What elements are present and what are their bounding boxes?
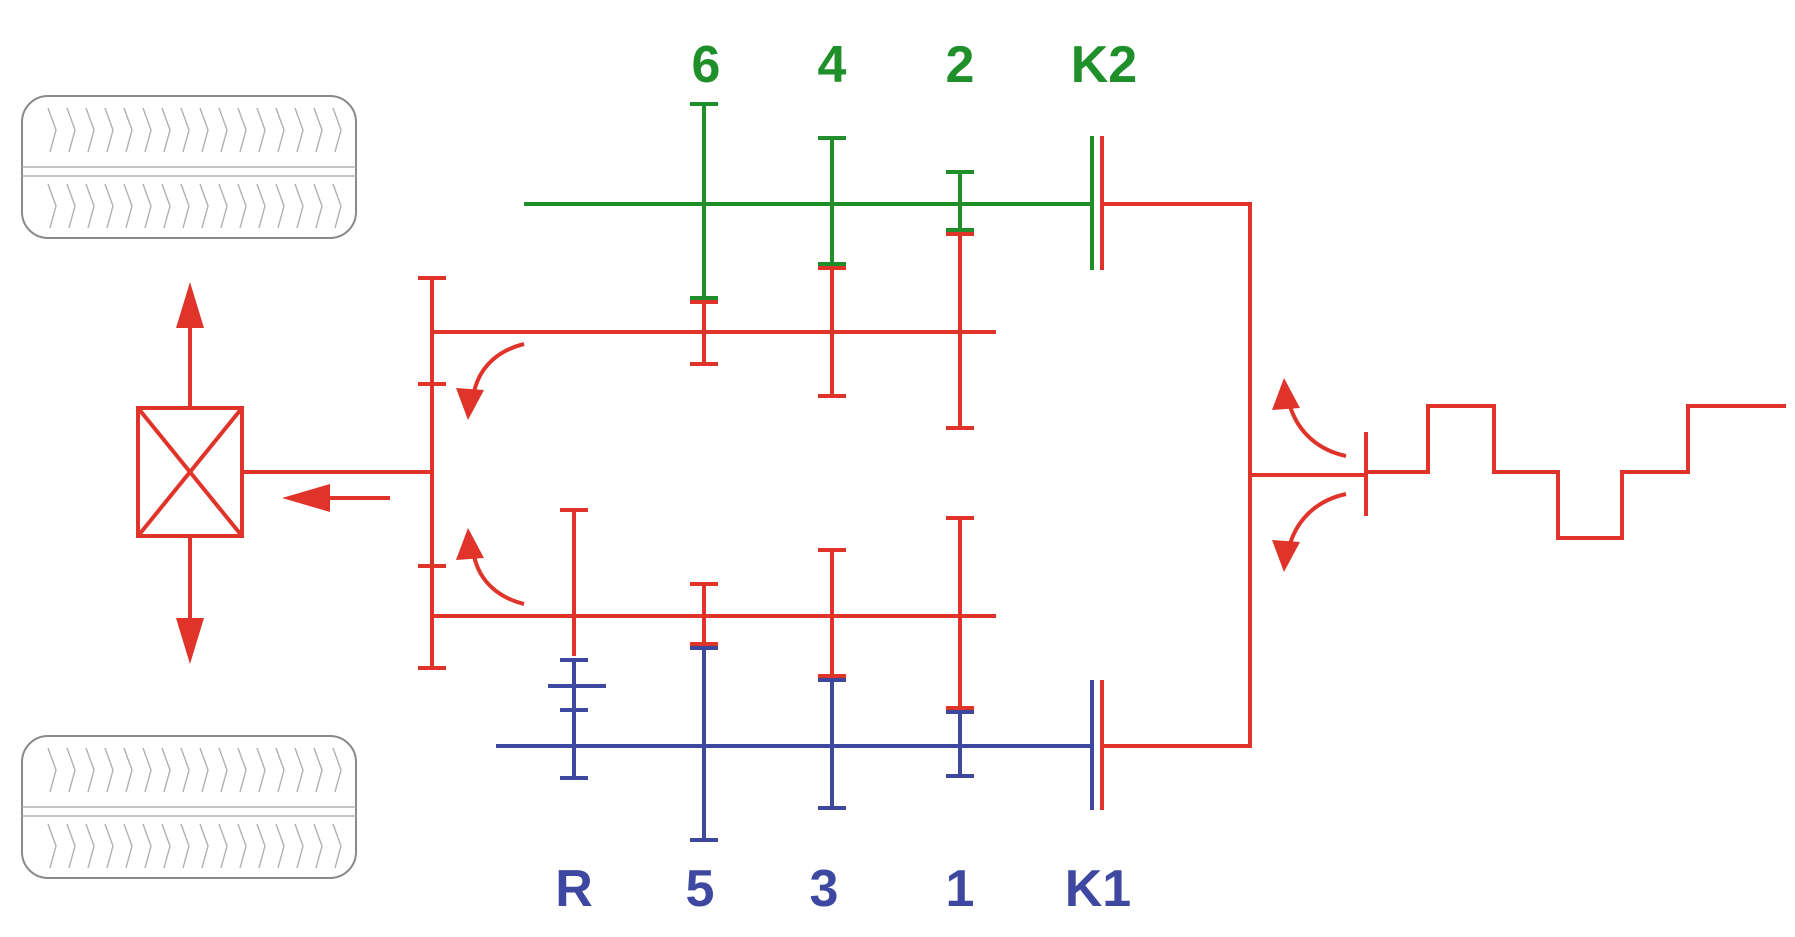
- tire-bottom-icon: [21, 735, 357, 879]
- tire-tread-mark: [294, 823, 304, 869]
- tire-tread-mark: [142, 823, 152, 869]
- differential-box-icon: [136, 406, 244, 538]
- tire-tread-mark: [237, 823, 247, 869]
- tire-tread-mark: [275, 747, 285, 793]
- tire-top-icon: [21, 95, 357, 239]
- clutch-label-k2: K2: [1071, 36, 1137, 94]
- tire-tread-mark: [294, 747, 304, 793]
- gear-label-6: 6: [692, 36, 721, 94]
- tire-tread-mark: [256, 823, 266, 869]
- tire-tread-mark: [66, 823, 76, 869]
- tire-tread-mark: [256, 183, 266, 229]
- tire-tread-mark: [313, 107, 323, 153]
- tire-tread-mark: [180, 183, 190, 229]
- tire-tread-mark: [123, 183, 133, 229]
- gear-label-1: 1: [946, 860, 975, 918]
- gear-label-4: 4: [818, 36, 847, 94]
- tire-tread-mark: [47, 747, 57, 793]
- tire-tread-mark: [332, 107, 342, 153]
- tire-tread-mark: [294, 107, 304, 153]
- tire-tread-mark: [123, 747, 133, 793]
- gear-label-r: R: [555, 860, 593, 918]
- tire-tread-mark: [256, 107, 266, 153]
- tire-tread-mark: [275, 823, 285, 869]
- tire-tread-mark: [199, 183, 209, 229]
- tire-tread-mark: [313, 823, 323, 869]
- curved-arrow-top-icon: [472, 342, 525, 393]
- tire-tread-mark: [218, 107, 228, 153]
- tire-tread-mark: [85, 747, 95, 793]
- tire-tread-mark: [180, 823, 190, 869]
- tire-tread-mark: [85, 823, 95, 869]
- tire-tread-mark: [294, 183, 304, 229]
- tire-tread-mark: [104, 747, 114, 793]
- tire-tread-mark: [199, 747, 209, 793]
- tire-tread-mark: [237, 183, 247, 229]
- clutch-label-k1: K1: [1065, 860, 1131, 918]
- curved-arrow-engine-down-icon: [1288, 492, 1347, 545]
- tire-tread-mark: [161, 747, 171, 793]
- tire-tread-mark: [85, 183, 95, 229]
- tire-tread-mark: [142, 107, 152, 153]
- tire-tread-mark: [332, 183, 342, 229]
- tire-tread-mark: [199, 107, 209, 153]
- tire-tread-mark: [142, 747, 152, 793]
- tire-tread-mark: [218, 183, 228, 229]
- tire-tread-mark: [47, 823, 57, 869]
- tire-tread-mark: [47, 107, 57, 153]
- tire-tread-mark: [199, 823, 209, 869]
- curved-arrow-bottom-icon: [472, 555, 525, 606]
- tire-tread-mark: [256, 747, 266, 793]
- tire-tread-mark: [85, 107, 95, 153]
- gear-label-2: 2: [946, 36, 975, 94]
- tire-tread-mark: [332, 823, 342, 869]
- tire-tread-mark: [180, 747, 190, 793]
- tire-tread-mark: [237, 107, 247, 153]
- tire-tread-mark: [66, 183, 76, 229]
- curved-arrow-engine-up-icon: [1288, 405, 1347, 458]
- tire-tread-mark: [123, 823, 133, 869]
- tire-tread-mark: [47, 183, 57, 229]
- tire-tread-mark: [313, 747, 323, 793]
- gear-label-3: 3: [810, 860, 839, 918]
- tire-tread-mark: [218, 823, 228, 869]
- tire-tread-mark: [123, 107, 133, 153]
- gear-label-5: 5: [686, 860, 715, 918]
- tire-tread-mark: [275, 183, 285, 229]
- tire-tread-mark: [237, 747, 247, 793]
- arrow-left-icon: [282, 484, 390, 512]
- tire-tread-mark: [180, 107, 190, 153]
- tire-tread-mark: [104, 107, 114, 153]
- crankshaft-icon: [1366, 404, 1786, 540]
- tire-tread-mark: [161, 823, 171, 869]
- tire-tread-mark: [142, 183, 152, 229]
- tire-tread-mark: [332, 747, 342, 793]
- tire-tread-mark: [275, 107, 285, 153]
- tire-tread-mark: [66, 747, 76, 793]
- tire-tread-mark: [104, 183, 114, 229]
- tire-tread-mark: [66, 107, 76, 153]
- tire-tread-mark: [313, 183, 323, 229]
- tire-tread-mark: [218, 747, 228, 793]
- tire-tread-mark: [161, 183, 171, 229]
- tire-tread-mark: [104, 823, 114, 869]
- tire-tread-mark: [161, 107, 171, 153]
